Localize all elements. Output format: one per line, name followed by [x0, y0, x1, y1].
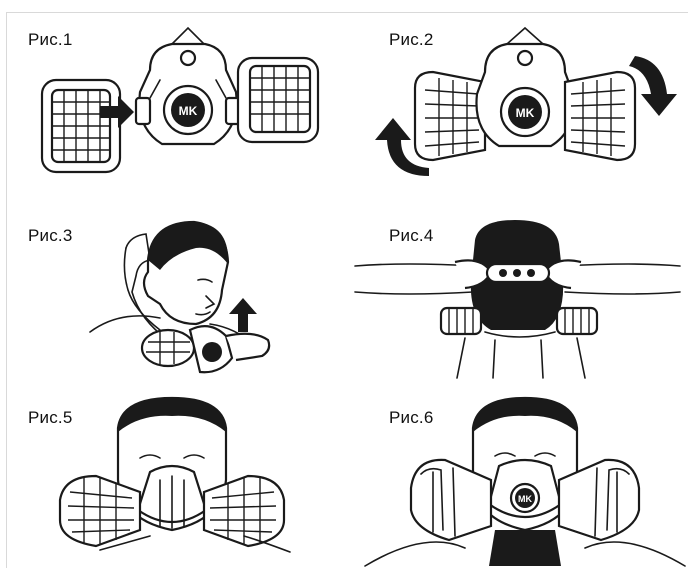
figure-5: Рис.5 [0, 380, 345, 570]
right-filter-cartridge [238, 58, 318, 142]
half-mask-body: MK [136, 28, 240, 144]
right-filter-attached [565, 72, 635, 160]
half-mask-body: MK [476, 28, 573, 146]
figure-3-illustration [0, 200, 345, 380]
left-filter-attached [415, 72, 485, 160]
right-cartridge-side [557, 308, 597, 334]
mask-logo: MK [179, 104, 198, 118]
arrow-up-icon [229, 298, 257, 332]
figure-6-illustration: MK [345, 380, 690, 570]
figure-4: Рис.4 [345, 200, 690, 380]
mask-on-face: MK [489, 460, 561, 517]
left-cartridge-front [60, 476, 140, 546]
figure-4-illustration [345, 200, 690, 380]
figure-5-illustration [0, 380, 345, 570]
figure-2: Рис.2 MK [345, 0, 690, 200]
left-cartridge-side [441, 308, 481, 334]
left-filter-cartridge [42, 80, 120, 172]
mask-logo: MK [516, 106, 535, 120]
figure-2-illustration: MK [345, 0, 690, 200]
rotate-clockwise-icon [629, 56, 677, 116]
mask-logo: MK [518, 494, 532, 504]
hanging-mask [142, 326, 232, 372]
figure-1: Рис.1 MK [0, 0, 345, 200]
person-head [144, 222, 228, 324]
figure-6: Рис.6 MK [345, 380, 690, 570]
figure-1-illustration: MK [0, 0, 345, 200]
strap-buckle [487, 264, 549, 282]
figure-3: Рис.3 [0, 200, 345, 380]
